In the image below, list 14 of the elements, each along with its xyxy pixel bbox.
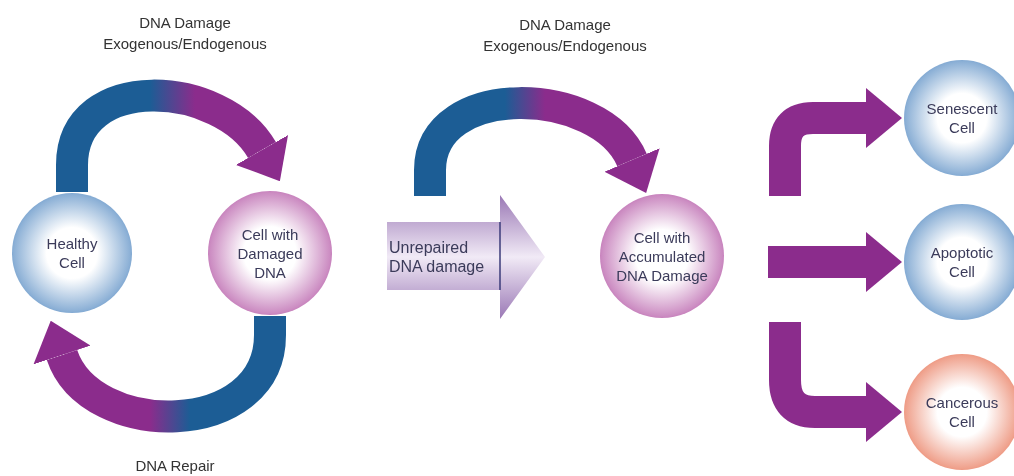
cell-label: Cancerous Cell	[924, 393, 1000, 431]
edge-label: DNA Repair	[134, 456, 216, 476]
edge-label: DNA Damage Exogenous/Endogenous	[102, 13, 268, 54]
edge-label: DNA Damage Exogenous/Endogenous	[482, 15, 648, 56]
bent-arrow	[769, 322, 902, 442]
cell-label: Apoptotic Cell	[929, 243, 995, 281]
cell-label: Cell with Damaged DNA	[236, 224, 304, 282]
cell-label: Healthy Cell	[45, 234, 99, 272]
arrow-label: Unrepaired DNA damage	[389, 238, 486, 276]
cell-label: Senescent Cell	[925, 99, 999, 137]
cell-label: Cell with Accumulated DNA Damage	[615, 227, 709, 285]
bent-arrow	[769, 88, 902, 196]
curved-arrow	[414, 87, 658, 196]
arrow	[768, 232, 902, 292]
